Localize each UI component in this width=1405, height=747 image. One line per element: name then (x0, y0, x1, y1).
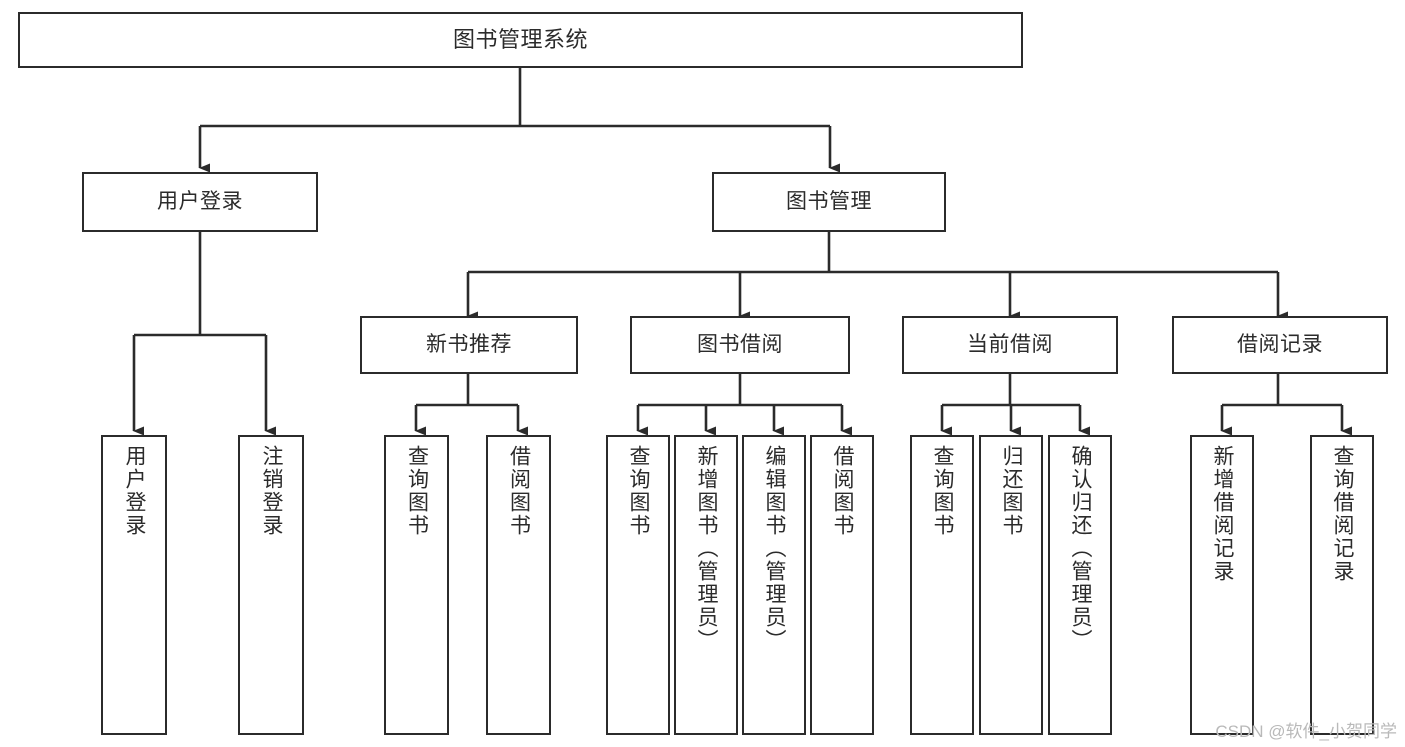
node-current-borrow-label: 当前借阅 (967, 332, 1053, 356)
node-leaf-add-record-label: 新增借阅记录 (1211, 445, 1235, 583)
node-root-label: 图书管理系统 (452, 27, 588, 53)
node-leaf-logout-label: 注销登录 (260, 445, 284, 537)
node-leaf-confirm-return[interactable]: 确认归还（管理员） (1048, 435, 1112, 735)
node-leaf-borrow-book-1[interactable]: 借阅图书 (486, 435, 551, 735)
node-book-manage-label: 图书管理 (786, 189, 872, 213)
node-book-borrow[interactable]: 图书借阅 (630, 316, 850, 374)
node-leaf-borrow-book-1-label: 借阅图书 (507, 445, 531, 537)
node-leaf-query-book-2-label: 查询图书 (627, 445, 651, 537)
node-leaf-add-record[interactable]: 新增借阅记录 (1190, 435, 1254, 735)
node-user-login[interactable]: 用户登录 (82, 172, 318, 232)
node-root[interactable]: 图书管理系统 (18, 12, 1023, 68)
node-leaf-query-book-3[interactable]: 查询图书 (910, 435, 974, 735)
node-borrow-record-label: 借阅记录 (1237, 332, 1323, 356)
node-leaf-query-book-1-label: 查询图书 (405, 445, 429, 537)
node-leaf-borrow-book-2[interactable]: 借阅图书 (810, 435, 874, 735)
node-leaf-logout[interactable]: 注销登录 (238, 435, 304, 735)
node-leaf-edit-book-label: 编辑图书（管理员） (763, 445, 787, 652)
node-new-book-recommend-label: 新书推荐 (426, 332, 512, 356)
node-leaf-query-book-3-label: 查询图书 (931, 445, 955, 537)
node-borrow-record[interactable]: 借阅记录 (1172, 316, 1388, 374)
node-book-manage[interactable]: 图书管理 (712, 172, 946, 232)
node-leaf-query-record-label: 查询借阅记录 (1331, 445, 1355, 583)
node-leaf-query-book-2[interactable]: 查询图书 (606, 435, 670, 735)
node-leaf-add-book-label: 新增图书（管理员） (695, 445, 719, 652)
node-leaf-borrow-book-2-label: 借阅图书 (831, 445, 855, 537)
node-leaf-query-record[interactable]: 查询借阅记录 (1310, 435, 1374, 735)
node-user-login-label: 用户登录 (157, 189, 243, 213)
node-leaf-user-login[interactable]: 用户登录 (101, 435, 167, 735)
node-leaf-return-book-label: 归还图书 (1000, 445, 1024, 537)
node-leaf-user-login-label: 用户登录 (123, 445, 147, 537)
csdn-watermark: CSDN @软件_小贺同学 (1215, 722, 1397, 741)
node-book-borrow-label: 图书借阅 (697, 332, 783, 356)
node-leaf-query-book-1[interactable]: 查询图书 (384, 435, 449, 735)
node-leaf-return-book[interactable]: 归还图书 (979, 435, 1043, 735)
node-new-book-recommend[interactable]: 新书推荐 (360, 316, 578, 374)
node-leaf-edit-book[interactable]: 编辑图书（管理员） (742, 435, 806, 735)
node-current-borrow[interactable]: 当前借阅 (902, 316, 1118, 374)
node-leaf-add-book[interactable]: 新增图书（管理员） (674, 435, 738, 735)
node-leaf-confirm-return-label: 确认归还（管理员） (1069, 445, 1093, 652)
